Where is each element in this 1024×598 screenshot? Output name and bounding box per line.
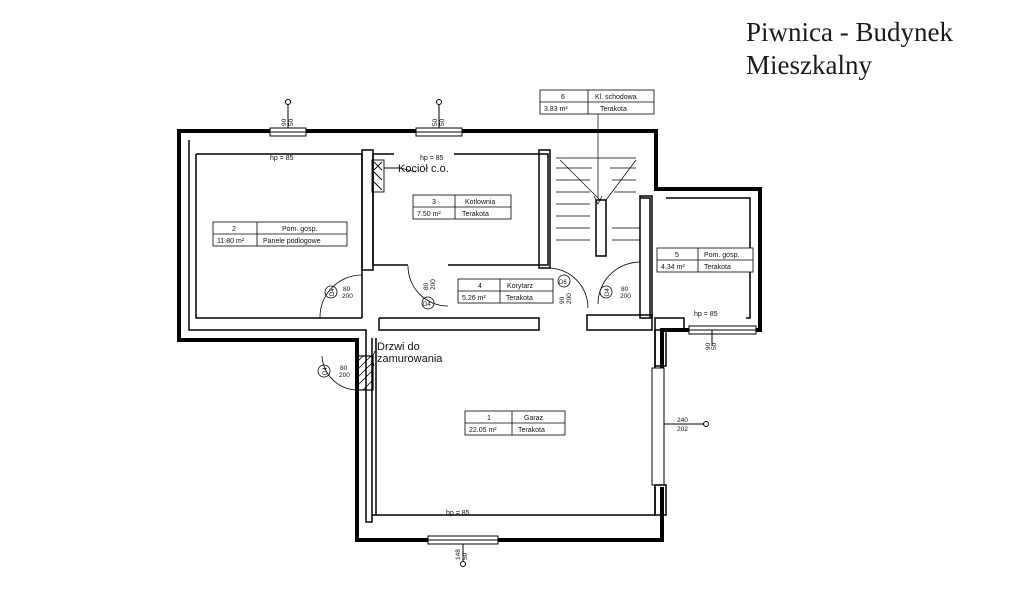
svg-text:80: 80 [340, 365, 348, 372]
room-6-number: 6 [561, 94, 565, 101]
window-2-height: 50 [439, 118, 446, 126]
door-swing-2 [407, 265, 449, 307]
title-line-1: Piwnica - Budynek [746, 17, 953, 47]
room-3-area: 7.50 m² [417, 211, 441, 218]
room-label-6: 6 Kl. schodowa 3.83 m² Terakota [539, 89, 655, 115]
svg-text:80: 80 [343, 286, 351, 293]
svg-text:D4: D4 [330, 288, 336, 296]
room-2-finish: Panele podlogowe [263, 238, 321, 245]
sill-height-2: hp = 85 [420, 155, 444, 162]
room-4-number: 4 [478, 283, 482, 290]
sill-height-3: hp = 85 [694, 311, 718, 318]
door-tag-2: D4 80 200 [421, 279, 437, 310]
door-swing-3 [547, 267, 589, 309]
window-2-width: 50 [432, 118, 439, 126]
room-6-finish: Terakota [600, 106, 627, 113]
svg-text:200: 200 [430, 279, 437, 290]
svg-text:80: 80 [621, 286, 629, 293]
room-1-finish: Terakota [518, 427, 545, 434]
room-label-4: 4 Korytarz 5.26 m² Terakota [457, 278, 554, 304]
staircase [556, 100, 640, 241]
door-swing-5 [321, 355, 358, 391]
room-5-finish: Terakota [704, 264, 731, 271]
svg-text:80: 80 [423, 282, 430, 290]
room-5-name: Pom. gosp. [704, 252, 739, 259]
window-3-width: 90 [705, 342, 712, 350]
window-4 [651, 367, 665, 486]
window-4-width: 240 [677, 417, 688, 424]
room-4-name: Korytarz [507, 283, 534, 290]
windows [269, 99, 757, 567]
window-5-width: 148 [455, 549, 462, 560]
title-line-2: Mieszkalny [746, 50, 872, 80]
room-3-finish: Terakota [462, 211, 489, 218]
drawing-title: Piwnica - Budynek Mieszkalny [746, 16, 953, 82]
door-swing-1 [319, 274, 363, 319]
door-tag-1: D4 80 200 [324, 285, 353, 300]
partition-wall-1 [361, 149, 374, 271]
room-5-number: 5 [675, 252, 679, 259]
room-1-number: 1 [487, 415, 491, 422]
sill-height-1: hp = 85 [270, 155, 294, 162]
room-6-name: Kl. schodowa [595, 94, 637, 101]
door-swing-4 [597, 261, 641, 305]
room-1-name: Garaz [524, 415, 544, 422]
door-tag-3: D6 90 200 [557, 274, 573, 304]
boiler-symbol [371, 159, 417, 193]
partition-wall-4 [595, 199, 607, 257]
window-3-height: 50 [711, 342, 718, 350]
window-1-width: 90 [281, 118, 288, 126]
window-5-height: 50 [462, 552, 469, 560]
window-4-height: 202 [677, 426, 688, 433]
room-6-area: 3.83 m² [544, 106, 568, 113]
svg-text:D4: D4 [423, 302, 431, 308]
room-label-5: 5 Pom. gosp. 4.34 m² Terakota [656, 247, 754, 273]
partition-wall-2 [538, 149, 551, 269]
column-1 [654, 329, 667, 367]
room-5-area: 4.34 m² [661, 264, 685, 271]
walls [177, 129, 762, 542]
bricked-door-label-1: Drzwi do [377, 341, 420, 353]
sill-height-4: hp = 85 [446, 510, 470, 517]
svg-text:D4: D4 [605, 288, 611, 296]
room-2-number: 2 [232, 226, 236, 233]
door-swings [319, 261, 641, 391]
room-label-2: 2 Pom. gosp. 11.80 m² Panele podlogowe [212, 221, 348, 247]
partition-wall-3 [639, 195, 653, 319]
window-1-height: 50 [288, 118, 295, 126]
door-tag-5: D4 80 200 [317, 364, 350, 379]
room-label-3: 3 Kotlownia 7.50 m² Terakota [412, 194, 512, 220]
svg-text:200: 200 [342, 293, 353, 300]
door-tag-4: D4 80 200 [599, 285, 631, 300]
room-3-name: Kotlownia [465, 199, 495, 206]
svg-text:90: 90 [559, 296, 566, 304]
svg-text:200: 200 [620, 293, 631, 300]
boiler-label: Kocioł c.o. [398, 163, 449, 175]
room-2-area: 11.80 m² [217, 238, 245, 245]
room-1-area: 22.05 m² [469, 427, 497, 434]
svg-text:200: 200 [566, 293, 573, 304]
room-3-number: 3 [432, 199, 436, 206]
room-label-1: 1 Garaz 22.05 m² Terakota [464, 410, 566, 436]
room-2-name: Pom. gosp. [282, 226, 317, 233]
room-4-area: 5.26 m² [462, 295, 486, 302]
room-4-finish: Terakota [506, 295, 533, 302]
svg-text:D6: D6 [559, 280, 567, 286]
svg-text:200: 200 [339, 372, 350, 379]
svg-text:D4: D4 [323, 367, 329, 375]
outer-wall [177, 129, 762, 542]
bricked-door [356, 355, 374, 391]
bricked-door-hatch [356, 355, 374, 391]
bricked-door-label-2: zamurowania [377, 353, 443, 365]
